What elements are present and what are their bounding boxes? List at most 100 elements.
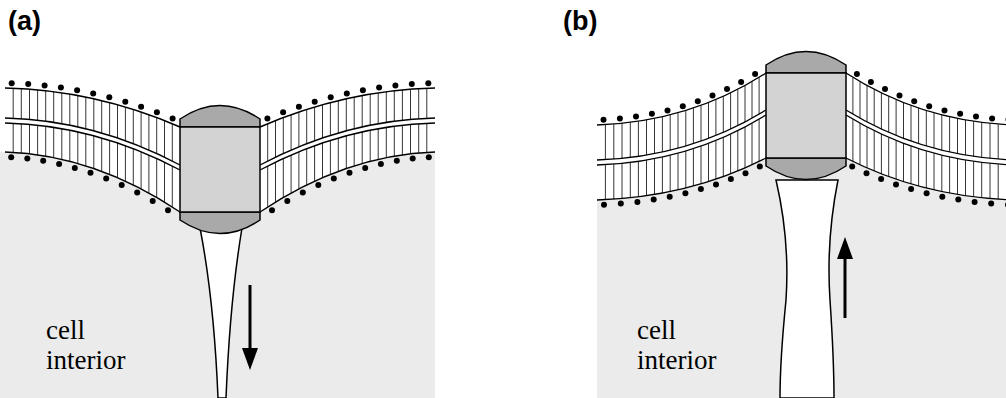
region-label: cell interior (46, 315, 156, 375)
lipid-head (315, 182, 321, 188)
lipid-head (942, 107, 948, 113)
lipid-head (667, 194, 673, 200)
lipid-head (360, 87, 366, 93)
channel-cap (180, 106, 260, 128)
lipid-head (300, 190, 306, 196)
lipid-head (9, 80, 15, 86)
lipid-head (988, 201, 994, 207)
lipid-head (122, 99, 128, 105)
membrane-line (260, 123, 435, 170)
lipid-head (394, 158, 400, 164)
lipid-head (973, 114, 979, 120)
lipid-head (738, 79, 744, 85)
lipid-head (618, 201, 624, 207)
cell-interior (597, 158, 1006, 398)
lipid-tail (13, 88, 172, 207)
lipid-head (409, 81, 415, 87)
lipid-head (119, 182, 125, 188)
lipid-head (154, 109, 160, 115)
lipid-head (955, 197, 961, 203)
membrane-line (5, 88, 180, 127)
lipid-head (864, 170, 870, 176)
lipid-head (939, 194, 945, 200)
membrane-line (260, 88, 435, 127)
lipid-head (601, 202, 607, 208)
lipid-head (849, 164, 855, 170)
lipid-head (331, 175, 337, 181)
tether (200, 228, 242, 398)
lipid-head (680, 103, 686, 109)
lipid-head (72, 165, 78, 171)
lipid-head (74, 87, 80, 93)
lipid-head (710, 93, 716, 99)
lipid-head (106, 94, 112, 100)
panel-label: (a) (8, 6, 41, 37)
lipid-head (344, 91, 350, 97)
lipid-tail (268, 88, 427, 207)
lipid-head (868, 79, 874, 85)
lipid-head (651, 197, 657, 203)
lipid-head (296, 104, 302, 110)
panel-label: (b) (563, 6, 597, 37)
lipid-head (682, 190, 688, 196)
membrane-line (597, 73, 766, 125)
channel-cap (766, 158, 846, 180)
lipid-head (743, 170, 749, 176)
lipid-head (724, 86, 730, 92)
lipid-head (138, 104, 144, 110)
lipid-head (1005, 202, 1006, 208)
channel-cap (180, 212, 260, 234)
lipid-head (908, 186, 914, 192)
lipid-head (989, 116, 995, 122)
lipid-head (649, 111, 655, 117)
lipid-head (854, 71, 860, 77)
lipid-head (392, 83, 398, 89)
lipid-head (757, 164, 763, 170)
lipid-head (878, 176, 884, 182)
lipid-head (924, 190, 930, 196)
lipid-head (284, 198, 290, 204)
channel-cap (766, 52, 846, 74)
lipid-head (752, 71, 758, 77)
channel-body (766, 73, 846, 158)
lipid-head (8, 154, 14, 160)
lipid-head (40, 158, 46, 164)
lipid-head (42, 83, 48, 89)
lipid-head (134, 190, 140, 196)
force-arrow (242, 237, 853, 370)
lipid-head (170, 115, 176, 121)
lipid-head (972, 199, 978, 205)
lipid-head (882, 86, 888, 92)
lipid-head (665, 107, 671, 113)
lipid-head (328, 94, 334, 100)
lipid-head (312, 99, 318, 105)
lipid-head (601, 117, 607, 123)
lipid-head (150, 198, 156, 204)
membrane-line (5, 152, 180, 212)
lipid-head (425, 80, 431, 86)
lipid-head (347, 170, 353, 176)
membrane-line (260, 152, 435, 212)
lipid-head (269, 207, 275, 213)
lipid-head (713, 181, 719, 187)
ion-channel (180, 52, 846, 398)
tether (776, 180, 838, 398)
lipid-head (88, 170, 94, 176)
membrane-line (5, 123, 180, 170)
lipid-bilayer (5, 71, 1006, 213)
lipid-head (911, 98, 917, 104)
lipid-head (957, 111, 963, 117)
lipid-head (617, 116, 623, 122)
lipid-head (378, 161, 384, 167)
lipid-head (426, 154, 432, 160)
lipid-head (633, 114, 639, 120)
lipid-head (264, 115, 270, 121)
lipid-head (25, 81, 31, 87)
lipid-head (376, 85, 382, 91)
lipid-head (893, 181, 899, 187)
channel-body (180, 127, 260, 212)
lipid-head (634, 199, 640, 205)
lipid-head (897, 93, 903, 99)
